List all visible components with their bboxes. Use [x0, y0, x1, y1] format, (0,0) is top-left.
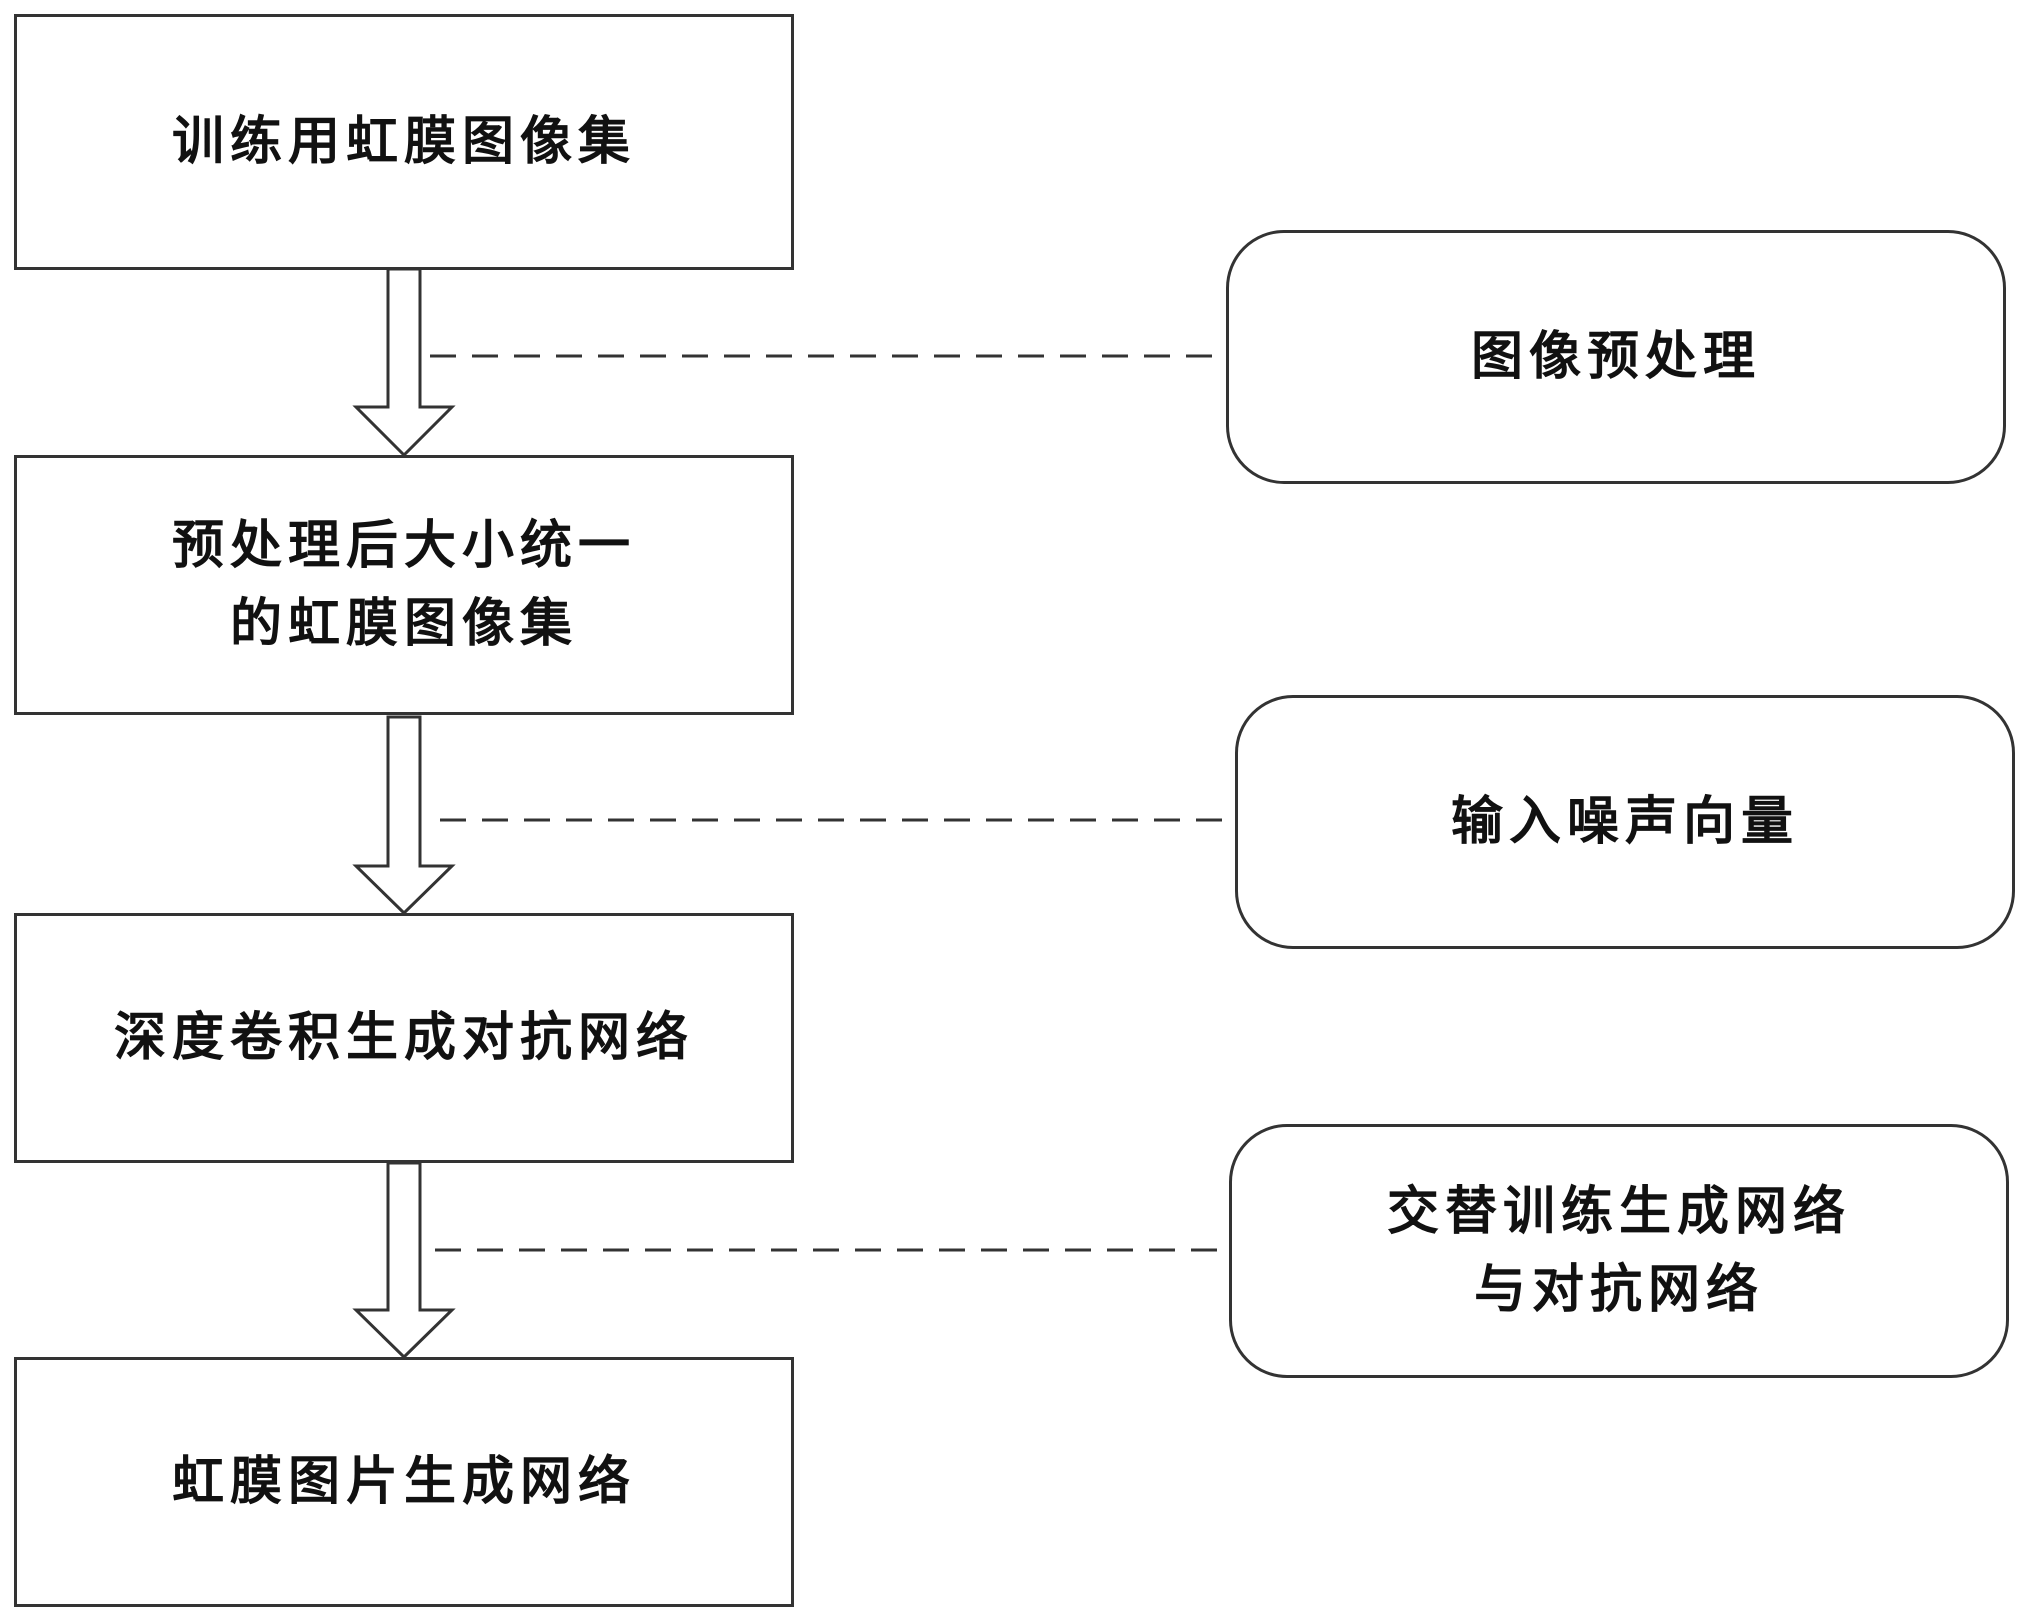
step-box-iris-generator: 虹膜图片生成网络 — [14, 1357, 794, 1607]
note-box-preprocessing: 图像预处理 — [1226, 230, 2006, 484]
step-box-preprocessed-set: 预处理后大小统一 的虹膜图像集 — [14, 455, 794, 715]
step-label-line: 的虹膜图像集 — [229, 594, 578, 654]
note-label-line: 输入噪声向量 — [1450, 792, 1799, 852]
note-label-line: 与对抗网络 — [1473, 1260, 1764, 1320]
step-label-line: 虹膜图片生成网络 — [171, 1452, 636, 1512]
flow-arrow-2 — [352, 715, 456, 916]
note-label: 图像预处理 — [1471, 318, 1761, 396]
flow-arrow-1 — [352, 267, 456, 458]
note-label: 交替训练生成网络 与对抗网络 — [1387, 1173, 1851, 1329]
flow-arrow-3 — [352, 1161, 456, 1360]
step-box-dcgan: 深度卷积生成对抗网络 — [14, 913, 794, 1163]
step-label: 虹膜图片生成网络 — [172, 1443, 636, 1521]
note-label-line: 图像预处理 — [1470, 327, 1761, 387]
step-label: 预处理后大小统一 的虹膜图像集 — [172, 507, 636, 663]
step-label: 深度卷积生成对抗网络 — [114, 999, 694, 1077]
step-label-line: 训练用虹膜图像集 — [171, 112, 636, 172]
step-label-line: 深度卷积生成对抗网络 — [113, 1008, 694, 1068]
note-label: 输入噪声向量 — [1451, 783, 1799, 861]
step-box-training-set: 训练用虹膜图像集 — [14, 14, 794, 270]
note-box-noise-vector: 输入噪声向量 — [1235, 695, 2015, 949]
note-label-line: 交替训练生成网络 — [1386, 1182, 1851, 1242]
step-label-line: 预处理后大小统一 — [171, 516, 636, 576]
note-box-alternate-training: 交替训练生成网络 与对抗网络 — [1229, 1124, 2009, 1378]
step-label: 训练用虹膜图像集 — [172, 103, 636, 181]
